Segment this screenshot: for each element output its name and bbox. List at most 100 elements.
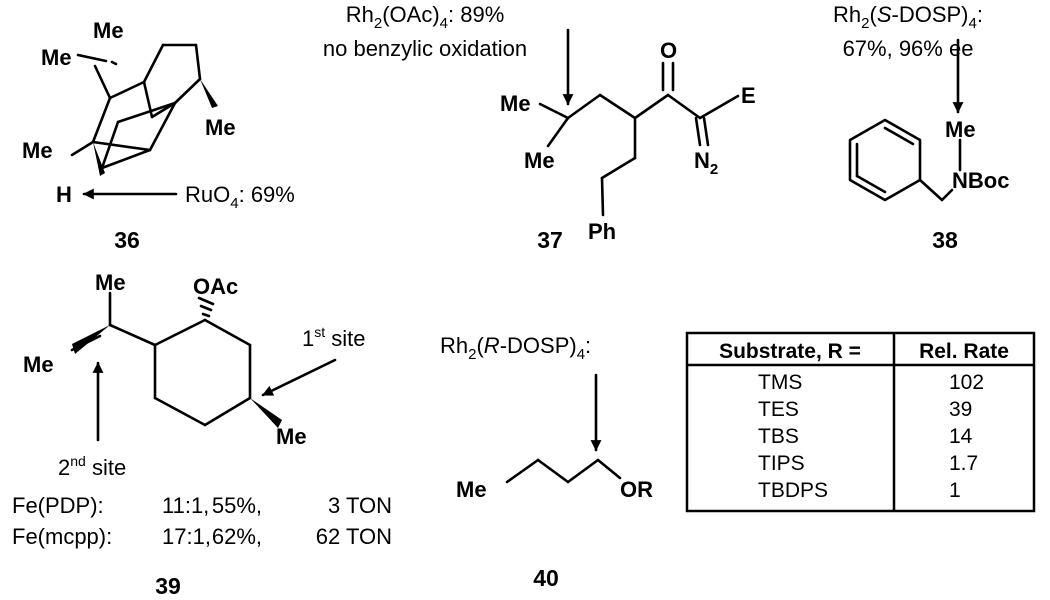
table-cell-substrate: TBS bbox=[758, 425, 799, 448]
compound-37-label: 37 bbox=[537, 227, 563, 253]
svg-text:Me: Me bbox=[95, 270, 126, 295]
svg-text:Me: Me bbox=[945, 117, 976, 142]
svg-text:62 TON: 62 TON bbox=[316, 524, 392, 549]
compound-39-site1-arrow bbox=[261, 358, 337, 397]
table-header-rate: Rel. Rate bbox=[919, 340, 1009, 363]
table-cell-substrate: TES bbox=[758, 398, 799, 421]
svg-text:TBS: TBS bbox=[758, 425, 799, 448]
compound-36-me-bottom: Me bbox=[22, 138, 53, 163]
compound-37-n2: N2 bbox=[694, 148, 718, 178]
compound-36-me-left: Me bbox=[41, 45, 72, 70]
table-cell-rate: 39 bbox=[949, 398, 972, 421]
result-ton: 3 TON bbox=[328, 493, 392, 518]
compound-40-label: 40 bbox=[533, 565, 559, 591]
compound-38: Rh2(S-DOSP)4: 67%, 96% ee Me NBoc 38 bbox=[833, 2, 1009, 253]
svg-text:Me: Me bbox=[23, 352, 54, 377]
svg-text:NBoc: NBoc bbox=[952, 168, 1009, 193]
compound-38-label: 38 bbox=[932, 227, 958, 253]
svg-text:E: E bbox=[741, 83, 756, 108]
svg-text:H: H bbox=[56, 182, 72, 207]
compound-36-reagent: RuO4: 69% bbox=[185, 182, 295, 212]
svg-text:17:1,: 17:1, bbox=[162, 524, 211, 549]
compound-36-h: H bbox=[56, 182, 72, 207]
svg-text:Me: Me bbox=[276, 424, 307, 449]
compound-36-wedge bbox=[200, 79, 218, 108]
rate-table: Substrate, R = Rel. Rate TMS 102 TES 39 … bbox=[685, 331, 1036, 513]
compound-37-me-top: Me bbox=[500, 91, 531, 116]
table-header-substrate: Substrate, R = bbox=[719, 340, 861, 363]
compound-37-bonds bbox=[538, 61, 740, 217]
svg-text:11:1,: 11:1, bbox=[162, 493, 209, 518]
compound-39-wedge bbox=[250, 398, 282, 428]
table-row: TBDPS 1 bbox=[758, 479, 961, 502]
result-ratio: 11:1, bbox=[162, 493, 209, 518]
table-row: TIPS 1.7 bbox=[758, 452, 978, 475]
compound-40-or: OR bbox=[620, 477, 653, 502]
svg-text:TIPS: TIPS bbox=[758, 452, 805, 475]
svg-text:Me: Me bbox=[524, 148, 555, 173]
svg-text:OAc: OAc bbox=[193, 274, 238, 299]
compound-36-me-top: Me bbox=[93, 18, 124, 43]
compound-37-reagent-note: no benzylic oxidation bbox=[323, 36, 527, 61]
compound-39-results: Fe(PDP): 11:1, 55%, 3 TON Fe(mcpp): 17:1… bbox=[12, 493, 392, 549]
table-cell-substrate: TMS bbox=[758, 371, 802, 394]
svg-text:TMS: TMS bbox=[758, 371, 802, 394]
compound-39: Me Me OAc Me 1st site 2nd site Fe(PDP): … bbox=[12, 270, 392, 599]
compound-40-me: Me bbox=[456, 477, 487, 502]
compound-39-site1: 1st site bbox=[302, 324, 366, 351]
svg-text:Rel. Rate: Rel. Rate bbox=[919, 340, 1009, 363]
table-cell-substrate: TIPS bbox=[758, 452, 805, 475]
compound-39-me-left: Me bbox=[23, 352, 54, 377]
compound-36: Me Me Me Me H RuO4: 69% 36 bbox=[22, 18, 295, 253]
compound-37-me-bottom: Me bbox=[524, 148, 555, 173]
compound-36-me-right: Me bbox=[205, 115, 236, 140]
table-cell-rate: 1.7 bbox=[949, 452, 978, 475]
result-catalyst: Fe(mcpp): bbox=[12, 524, 112, 549]
svg-text:Me: Me bbox=[93, 18, 124, 43]
svg-text:Fe(mcpp):: Fe(mcpp): bbox=[12, 524, 112, 549]
compound-37-o: O bbox=[660, 38, 677, 63]
result-yield: 55%, bbox=[212, 493, 262, 518]
svg-text:Me: Me bbox=[41, 45, 72, 70]
table-row: TMS 102 bbox=[758, 371, 984, 394]
svg-text:1: 1 bbox=[949, 479, 961, 502]
table-cell-rate: 14 bbox=[949, 425, 973, 448]
svg-text:TBDPS: TBDPS bbox=[758, 479, 828, 502]
compound-38-bonds bbox=[848, 118, 962, 202]
compound-36-wedge bbox=[93, 142, 105, 176]
table-cell-substrate: TBDPS bbox=[758, 479, 828, 502]
table-row: TES 39 bbox=[758, 398, 972, 421]
result-ratio: 17:1, bbox=[162, 524, 211, 549]
svg-text:39: 39 bbox=[949, 398, 972, 421]
compound-37-reagent: Rh2(OAc)4: 89% bbox=[346, 2, 505, 32]
svg-text:Ph: Ph bbox=[588, 219, 616, 244]
compound-39-me-top: Me bbox=[95, 270, 126, 295]
compound-39-oac: OAc bbox=[193, 274, 238, 299]
compound-39-label: 39 bbox=[155, 573, 181, 599]
compound-39-me-right: Me bbox=[276, 424, 307, 449]
svg-text:Me: Me bbox=[22, 138, 53, 163]
compound-37-ph: Ph bbox=[588, 219, 616, 244]
compound-40: Rh2(R-DOSP)4: Me OR 40 bbox=[440, 333, 653, 591]
svg-text:OR: OR bbox=[620, 477, 653, 502]
compound-38-reagent: Rh2(S-DOSP)4: bbox=[833, 2, 983, 32]
svg-text:Me: Me bbox=[205, 115, 236, 140]
table-cell-rate: 1 bbox=[949, 479, 961, 502]
compound-38-nboc: NBoc bbox=[952, 168, 1009, 193]
svg-text:14: 14 bbox=[949, 425, 973, 448]
svg-text:Substrate, R =: Substrate, R = bbox=[719, 340, 861, 363]
svg-text:62%,: 62%, bbox=[212, 524, 262, 549]
compound-38-reagent-note: 67%, 96% ee bbox=[843, 36, 974, 61]
svg-text:Me: Me bbox=[456, 477, 487, 502]
result-yield: 62%, bbox=[212, 524, 262, 549]
compound-39-hash bbox=[197, 296, 215, 318]
svg-text:55%,: 55%, bbox=[212, 493, 262, 518]
svg-text:1.7: 1.7 bbox=[949, 452, 978, 475]
svg-text:102: 102 bbox=[949, 371, 984, 394]
result-catalyst: Fe(PDP): bbox=[12, 493, 104, 518]
svg-text:O: O bbox=[660, 38, 677, 63]
svg-text:3 TON: 3 TON bbox=[328, 493, 392, 518]
compound-39-wedge bbox=[72, 325, 110, 354]
table-row: TBS 14 bbox=[758, 425, 973, 448]
